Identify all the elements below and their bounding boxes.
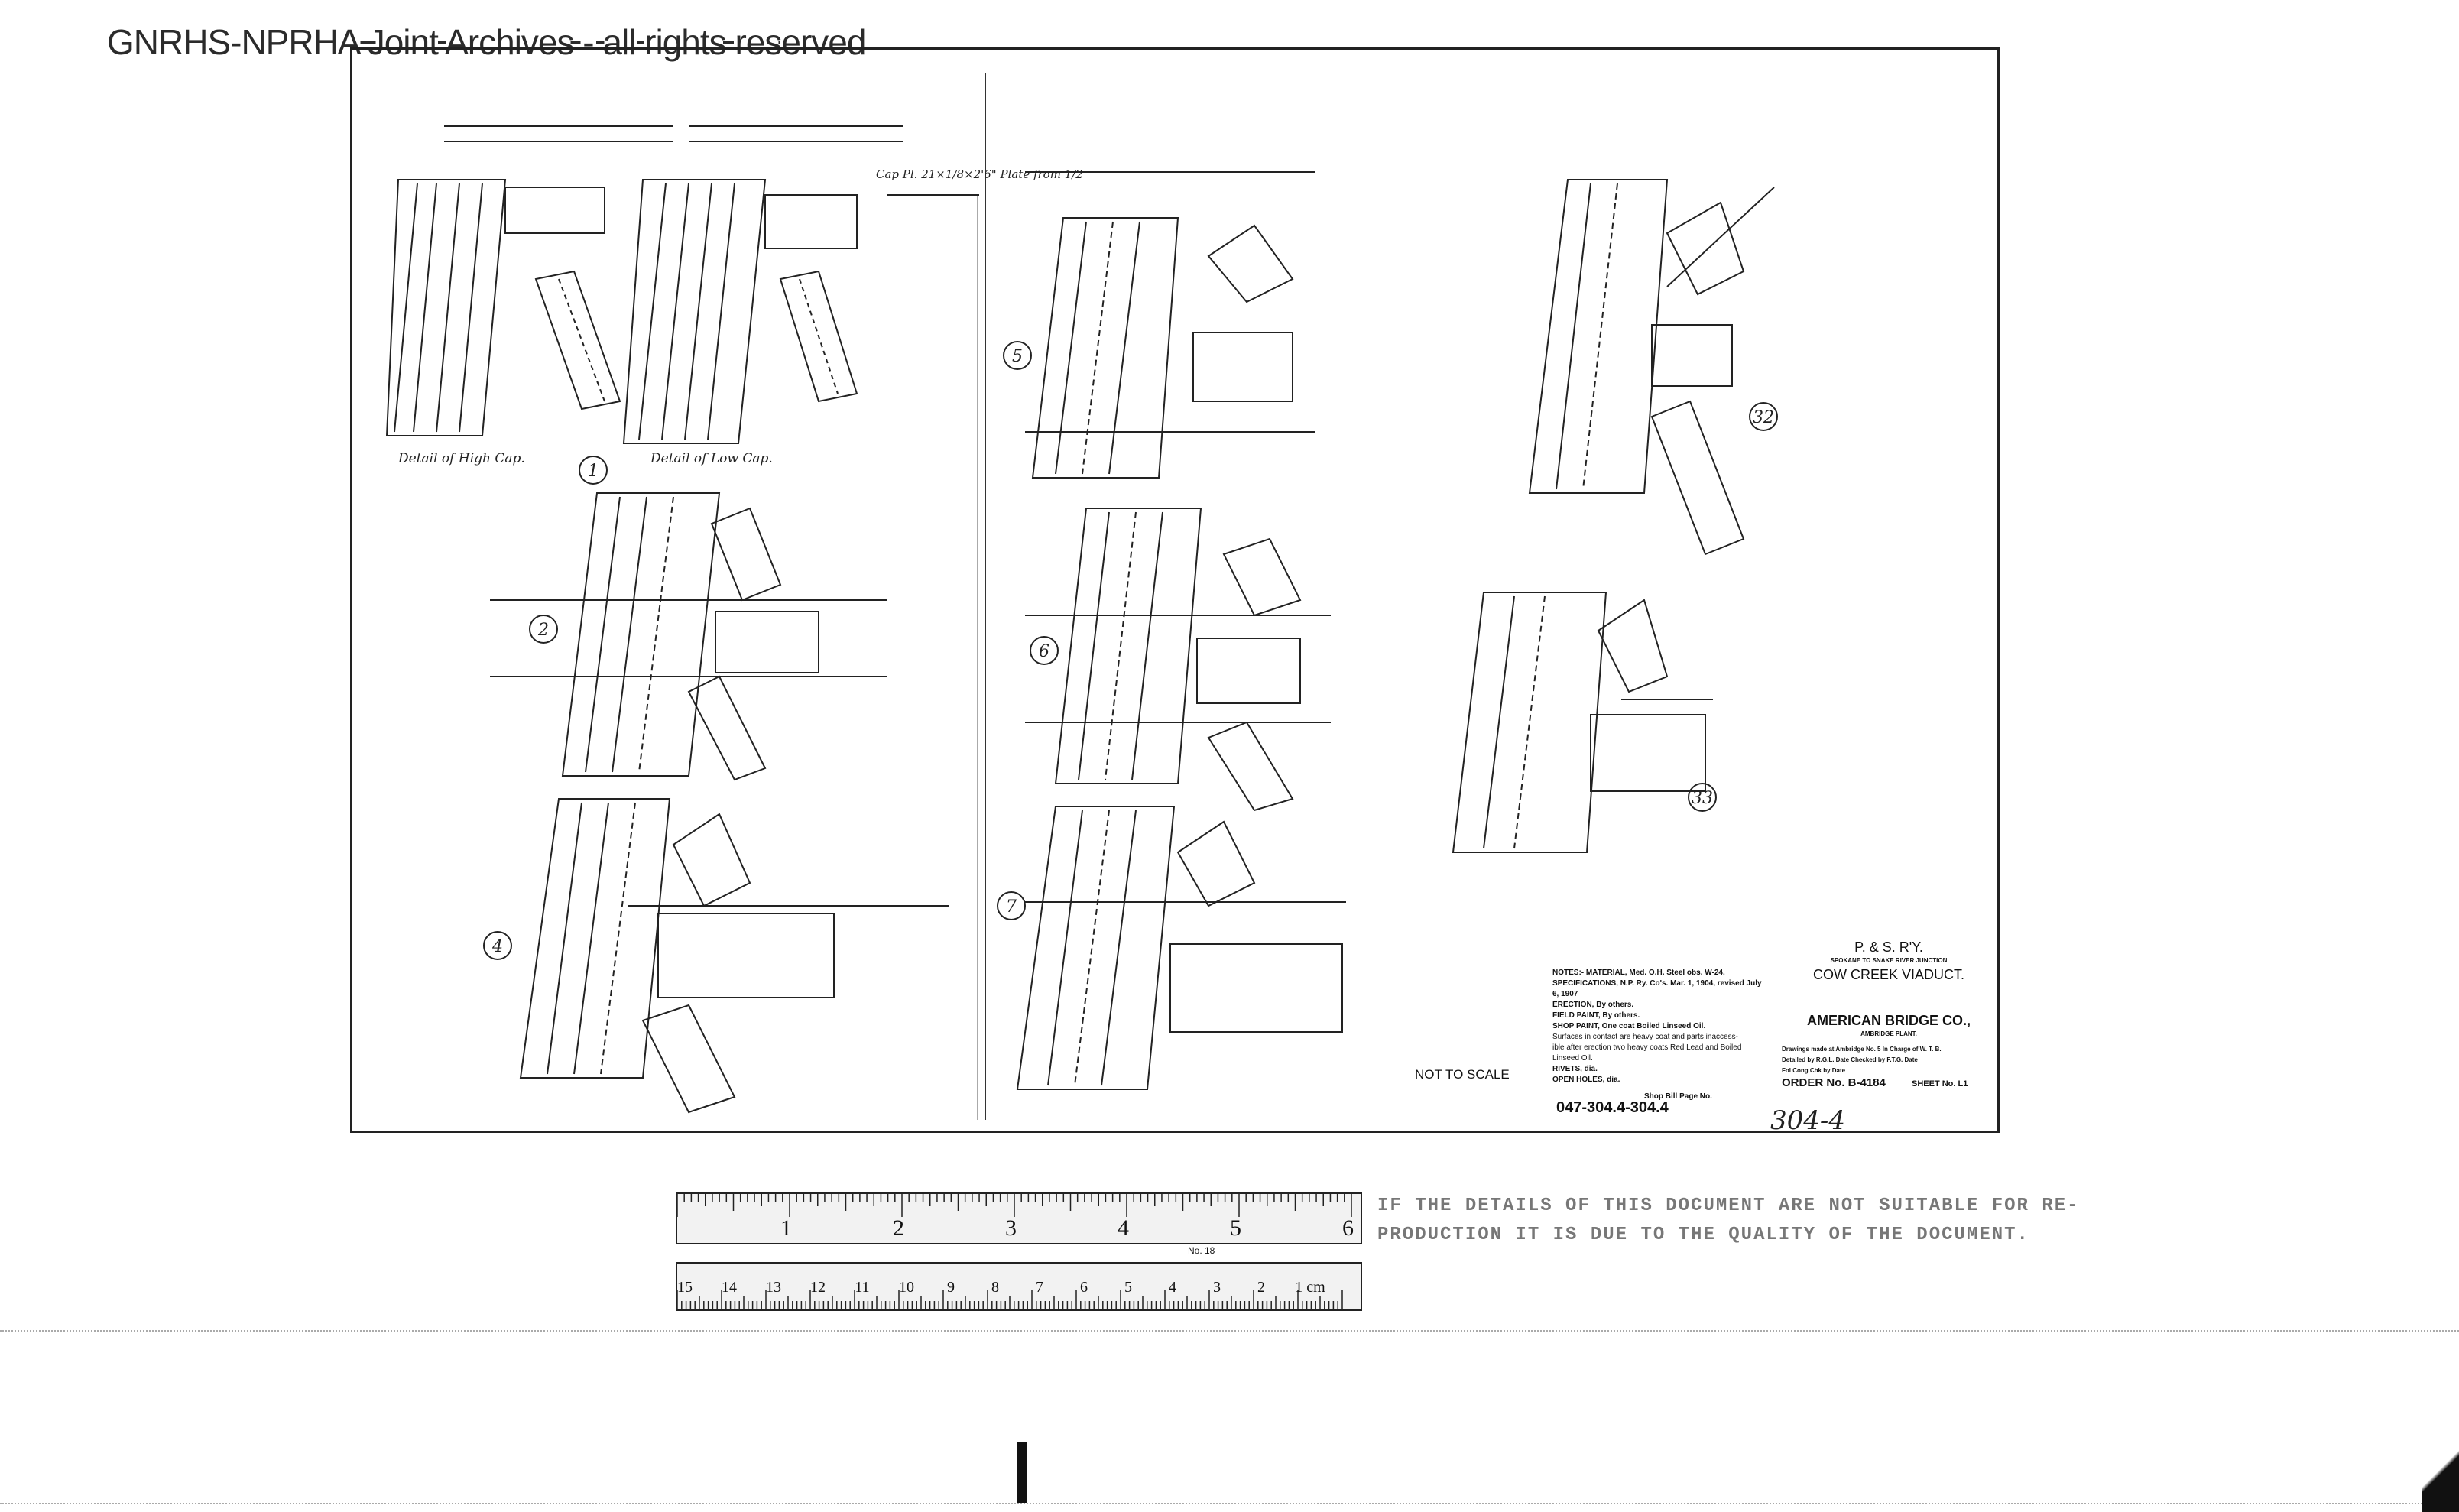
inch-label: 6 bbox=[1342, 1215, 1354, 1241]
cm-label: 14 bbox=[722, 1279, 737, 1296]
note-line: ERECTION, By others. bbox=[1552, 1001, 1633, 1009]
cm-label: 5 bbox=[1124, 1279, 1132, 1296]
order-number: ORDER No. B-4184 bbox=[1782, 1076, 1886, 1089]
note-line: FIELD PAINT, By others. bbox=[1552, 1011, 1640, 1020]
inch-label: 5 bbox=[1230, 1215, 1241, 1241]
cm-label: 8 bbox=[991, 1279, 999, 1296]
note-line: SHOP PAINT, One coat Boiled Linseed Oil. bbox=[1552, 1022, 1705, 1030]
scan-artifact-line bbox=[0, 1503, 2459, 1504]
note-line: Surfaces in contact are heavy coat and p… bbox=[1552, 1033, 1738, 1041]
shop-bill-label: Shop Bill Page No. bbox=[1644, 1092, 1712, 1101]
reproduction-quality-notice: IF THE DETAILS OF THIS DOCUMENT ARE NOT … bbox=[1370, 1191, 2078, 1254]
cm-label: 3 bbox=[1213, 1279, 1221, 1296]
note-line: NOTES:- MATERIAL, Med. O.H. Steel obs. W… bbox=[1552, 969, 1725, 977]
note-line: 6, 1907 bbox=[1552, 990, 1578, 998]
cm-label: 10 bbox=[899, 1279, 914, 1296]
note-line: Linseed Oil. bbox=[1552, 1054, 1593, 1063]
joint-label-4: 4 bbox=[491, 937, 503, 956]
company-name: AMERICAN BRIDGE CO., bbox=[1807, 1013, 1971, 1028]
detail-1-low-cap bbox=[622, 125, 979, 444]
general-notes: NOTES:- MATERIAL, Med. O.H. Steel obs. W… bbox=[1552, 969, 1762, 1084]
cm-label: 15 bbox=[677, 1279, 693, 1296]
joint-markers bbox=[483, 341, 1778, 960]
cm-label: 12 bbox=[810, 1279, 826, 1296]
ruler-maker: No. 18 bbox=[1188, 1245, 1215, 1256]
joint-label-7: 7 bbox=[1006, 897, 1017, 917]
bill-number: 047-304.4-304.4 bbox=[1556, 1099, 1669, 1116]
joint-label-5: 5 bbox=[1012, 347, 1023, 366]
note-line: SPECIFICATIONS, N.P. Ry. Co's. Mar. 1, 1… bbox=[1552, 979, 1762, 988]
cm-label: 7 bbox=[1036, 1279, 1043, 1296]
detail-7 bbox=[1016, 806, 1346, 1090]
structure-name: COW CREEK VIADUCT. bbox=[1813, 967, 1964, 982]
title-block-line: Fol Cong Chk by Date bbox=[1782, 1067, 1846, 1074]
notice-line-1: IF THE DETAILS OF THIS DOCUMENT ARE NOT … bbox=[1377, 1196, 2080, 1216]
connection-details-drawing: 1 2 4 5 6 7 32 33 Detail of High Cap. De… bbox=[385, 73, 1971, 1131]
joint-label-32: 32 bbox=[1753, 408, 1774, 427]
note-line: OPEN HOLES, dia. bbox=[1552, 1076, 1620, 1084]
inch-label: 1 bbox=[780, 1215, 792, 1241]
scan-edge-mark bbox=[1017, 1442, 1027, 1503]
drawing-sheet: 1 2 4 5 6 7 32 33 Detail of High Cap. De… bbox=[350, 47, 2000, 1133]
detail-4 bbox=[519, 798, 949, 1114]
title-block-line: Detailed by R.G.L. Date Checked by F.T.G… bbox=[1782, 1056, 1918, 1063]
joint-label-1: 1 bbox=[588, 462, 599, 481]
inch-ruler bbox=[676, 1192, 1362, 1244]
title-block: P. & S. R'Y. SPOKANE TO SNAKE RIVER JUNC… bbox=[1807, 939, 1971, 1037]
plant-name: AMBRIDGE PLANT. bbox=[1860, 1030, 1917, 1037]
cm-label: 13 bbox=[766, 1279, 781, 1296]
sheet-reference: 304-4 bbox=[1770, 1105, 1845, 1131]
detail-6 bbox=[1025, 508, 1331, 812]
inch-label: 3 bbox=[1005, 1215, 1017, 1241]
inch-label: 2 bbox=[893, 1215, 904, 1241]
detail-5 bbox=[1025, 171, 1315, 479]
detail-32 bbox=[1528, 179, 1775, 556]
detail-33 bbox=[1452, 592, 1713, 853]
scale-ruler: 1 2 3 4 5 6 No. 18 15 14 13 12 11 10 9 8… bbox=[676, 1192, 1364, 1319]
joint-label-2: 2 bbox=[537, 621, 549, 640]
cm-label: 11 bbox=[855, 1279, 869, 1296]
cap-plate-note: Cap Pl. 21×1/8×2'6" Plate from 1/2 bbox=[876, 167, 1083, 181]
joint-label-6: 6 bbox=[1039, 642, 1049, 661]
scan-corner-shadow bbox=[2422, 1437, 2459, 1512]
not-to-scale-label: NOT TO SCALE bbox=[1415, 1067, 1510, 1082]
cm-label: 2 bbox=[1257, 1279, 1265, 1296]
detail-1-high-cap bbox=[385, 125, 673, 436]
cm-label: 4 bbox=[1169, 1279, 1176, 1296]
inch-label: 4 bbox=[1118, 1215, 1129, 1241]
title-block-line: Drawings made at Ambridge No. 5 In Charg… bbox=[1782, 1046, 1942, 1053]
railway-name: P. & S. R'Y. bbox=[1854, 939, 1923, 955]
division-name: SPOKANE TO SNAKE RIVER JUNCTION bbox=[1831, 957, 1948, 964]
detail-low-cap-caption: Detail of Low Cap. bbox=[650, 451, 773, 466]
cm-label: 9 bbox=[947, 1279, 955, 1296]
cm-label: 6 bbox=[1080, 1279, 1088, 1296]
archive-watermark: GNRHS-NPRHA Joint Archives - all rights … bbox=[107, 22, 866, 62]
cm-label: 1 cm bbox=[1295, 1279, 1325, 1296]
note-line: RIVETS, dia. bbox=[1552, 1065, 1598, 1073]
scan-artifact-line bbox=[0, 1330, 2459, 1332]
detail-2 bbox=[490, 492, 887, 781]
note-line: ible after erection two heavy coats Red … bbox=[1552, 1043, 1741, 1052]
joint-label-33: 33 bbox=[1692, 789, 1713, 808]
detail-high-cap-caption: Detail of High Cap. bbox=[397, 451, 525, 466]
notice-line-2: PRODUCTION IT IS DUE TO THE QUALITY OF T… bbox=[1377, 1225, 2029, 1245]
sheet-number: SHEET No. L1 bbox=[1912, 1079, 1968, 1089]
